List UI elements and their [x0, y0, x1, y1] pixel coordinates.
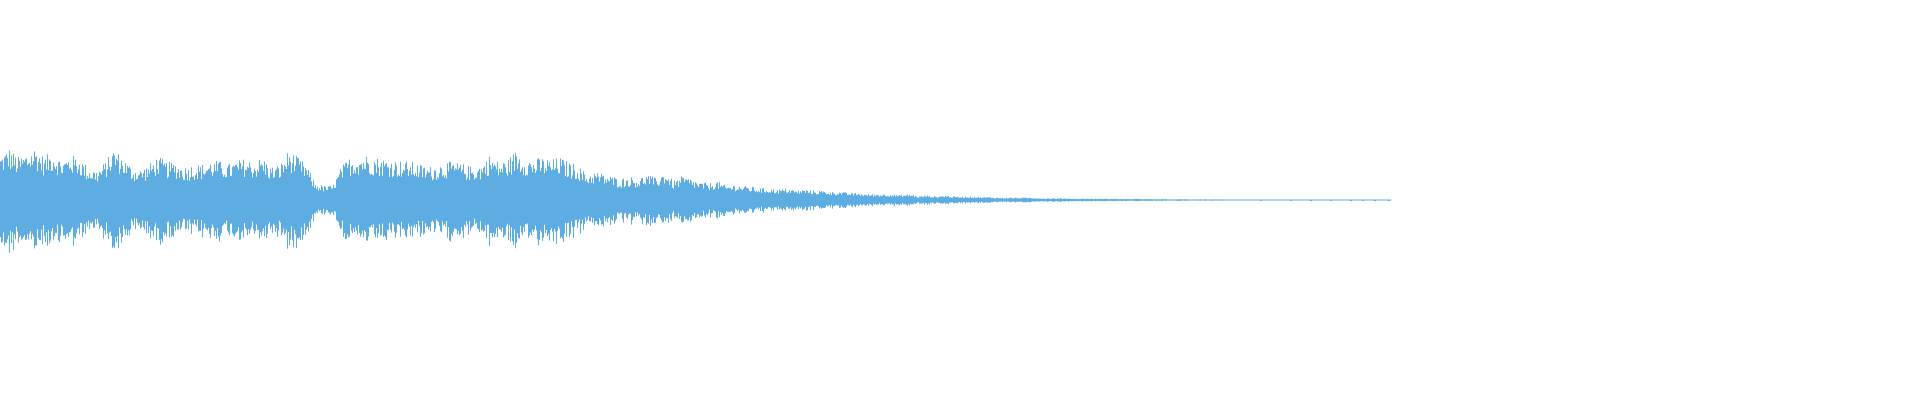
- waveform-tail-dot: [1290, 199, 1292, 201]
- waveform-tail-dot: [1330, 199, 1332, 201]
- waveform-peaks: [0, 150, 1392, 253]
- waveform-tail-dot: [1350, 199, 1352, 201]
- waveform-tail-dot: [1374, 199, 1376, 201]
- waveform-tail-dot: [1260, 199, 1262, 201]
- waveform-tail-dot: [1310, 199, 1312, 201]
- waveform-tail-dots: [1260, 199, 1390, 201]
- waveform-body: [0, 170, 1392, 230]
- waveform-tail-dot: [1388, 199, 1390, 201]
- waveform-tail-dot: [1362, 199, 1364, 201]
